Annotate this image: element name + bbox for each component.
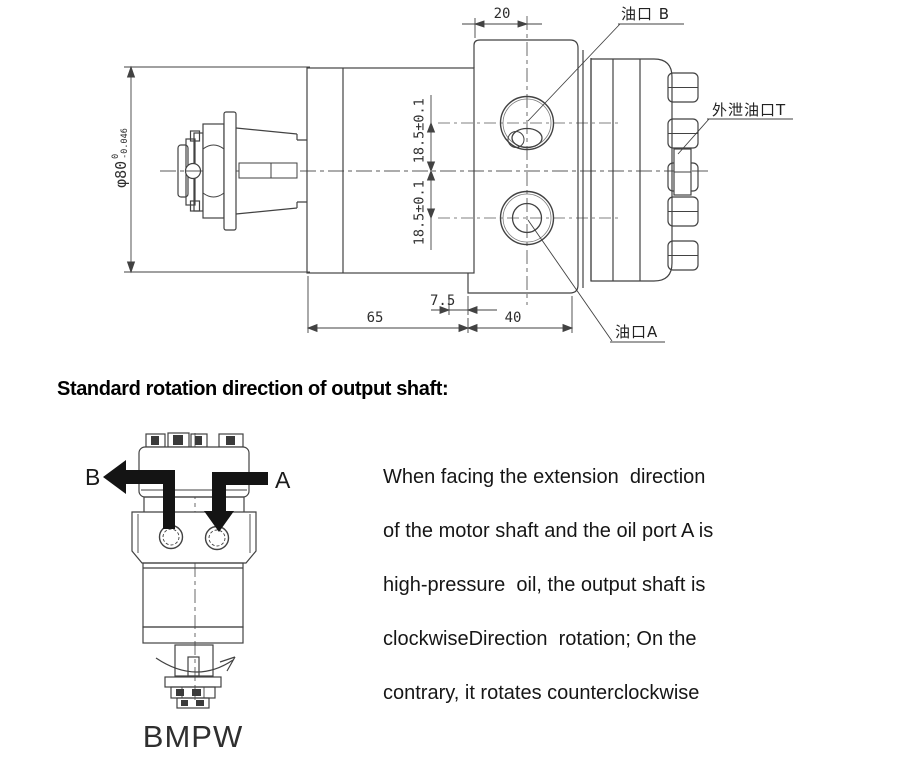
description-line: clockwiseDirection rotation; On the [383,628,697,650]
dimensions [124,18,574,333]
leader-port-a [527,219,665,343]
dim-top-width: 20 [493,6,511,22]
leader-drain-t [677,118,793,155]
model-name: BMPW [142,719,244,754]
rotation-figure-linework [103,432,268,709]
dim-port-lower-offset: 18.5±0.1 [411,180,428,246]
output-shaft-assembly [177,111,307,231]
section-heading: Standard rotation direction of output sh… [57,378,449,400]
drain-port-t-label: 外泄油口T [712,101,787,119]
dim-shaft-diameter-tol-lower: -0.046 [120,128,130,159]
motor-body [306,39,592,294]
rear-housing [590,58,699,282]
description-line: contrary, it rotates counterclockwise [383,682,700,704]
dim-shaft-diameter: φ80 0 -0.046 [110,106,132,210]
description-line: of the motor shaft and the oil port A is [383,520,714,542]
dim-shaft-diameter-value: φ80 [111,160,130,188]
figure-port-a-letter: A [275,467,291,493]
bolt-hatch [151,435,235,445]
leader-port-b [527,23,684,122]
oil-port-a-label: 油口A [615,323,659,341]
description-line: high-pressure oil, the output shaft is [383,574,706,596]
dim-body-length: 65 [366,310,384,326]
leader-lines [527,23,793,343]
oil-ports [499,95,555,246]
rotation-direction-arrow [155,656,236,673]
flow-arrow-a-icon [204,472,268,532]
description-line: When facing the extension direction [383,466,706,488]
dim-step: 7.5 [430,293,456,309]
figure-port-b-letter: B [85,464,101,490]
oil-port-b-label: 油口 B [621,5,671,23]
dim-rear-length: 40 [504,310,522,326]
flow-arrow-b-icon [103,460,175,529]
